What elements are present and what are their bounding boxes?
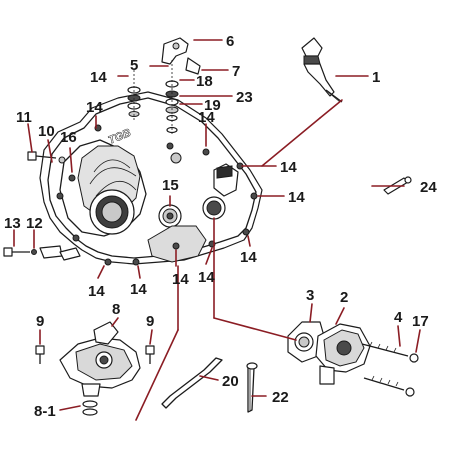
callout-13: 13 <box>4 215 21 232</box>
water-pump-assembly <box>35 321 155 416</box>
callout-8-1: 8-1 <box>34 403 56 420</box>
callout-9: 9 <box>146 313 154 330</box>
callout-14: 14 <box>86 99 103 116</box>
callout-7: 7 <box>232 63 240 80</box>
callout-4: 4 <box>394 309 403 326</box>
callout-14: 14 <box>88 283 105 300</box>
bolt-holes <box>56 124 258 266</box>
leader-lines <box>13 39 421 421</box>
long-bolts <box>361 341 419 397</box>
hoses <box>161 357 258 413</box>
callout-17: 17 <box>412 313 429 330</box>
callout-16: 16 <box>60 129 77 146</box>
callout-14: 14 <box>172 271 189 288</box>
callout-23: 23 <box>236 89 253 106</box>
top-stud-stack <box>127 37 201 134</box>
callout-22: 22 <box>272 389 289 406</box>
callout-10: 10 <box>38 123 55 140</box>
callout-24: 24 <box>420 179 437 196</box>
callout-9: 9 <box>36 313 44 330</box>
callout-19: 19 <box>204 97 221 114</box>
callout-14: 14 <box>288 189 305 206</box>
callout-14: 14 <box>280 159 297 176</box>
callout-14: 14 <box>90 69 107 86</box>
callout-14: 14 <box>198 109 215 126</box>
callout-15: 15 <box>162 177 179 194</box>
callout-3: 3 <box>306 287 314 304</box>
callout-11: 11 <box>16 109 32 126</box>
callout-20: 20 <box>222 373 239 390</box>
thermostat-housing <box>287 321 371 385</box>
callout-14: 14 <box>130 281 147 298</box>
callout-1: 1 <box>372 69 380 86</box>
left-bolts <box>3 151 66 257</box>
callout-14: 14 <box>240 249 257 266</box>
callout-labels: 6 7 5 1 14 18 23 19 14 14 11 10 16 14 14… <box>4 33 437 420</box>
callout-5: 5 <box>130 57 138 74</box>
oil-dipstick <box>301 37 343 103</box>
callout-2: 2 <box>340 289 348 306</box>
callout-12: 12 <box>26 215 43 232</box>
callout-14: 14 <box>198 269 215 286</box>
callout-6: 6 <box>226 33 234 50</box>
callout-18: 18 <box>196 73 213 90</box>
crankcase-cover: TGB <box>39 91 263 266</box>
bracket-part <box>161 37 189 65</box>
callout-8: 8 <box>112 301 120 318</box>
